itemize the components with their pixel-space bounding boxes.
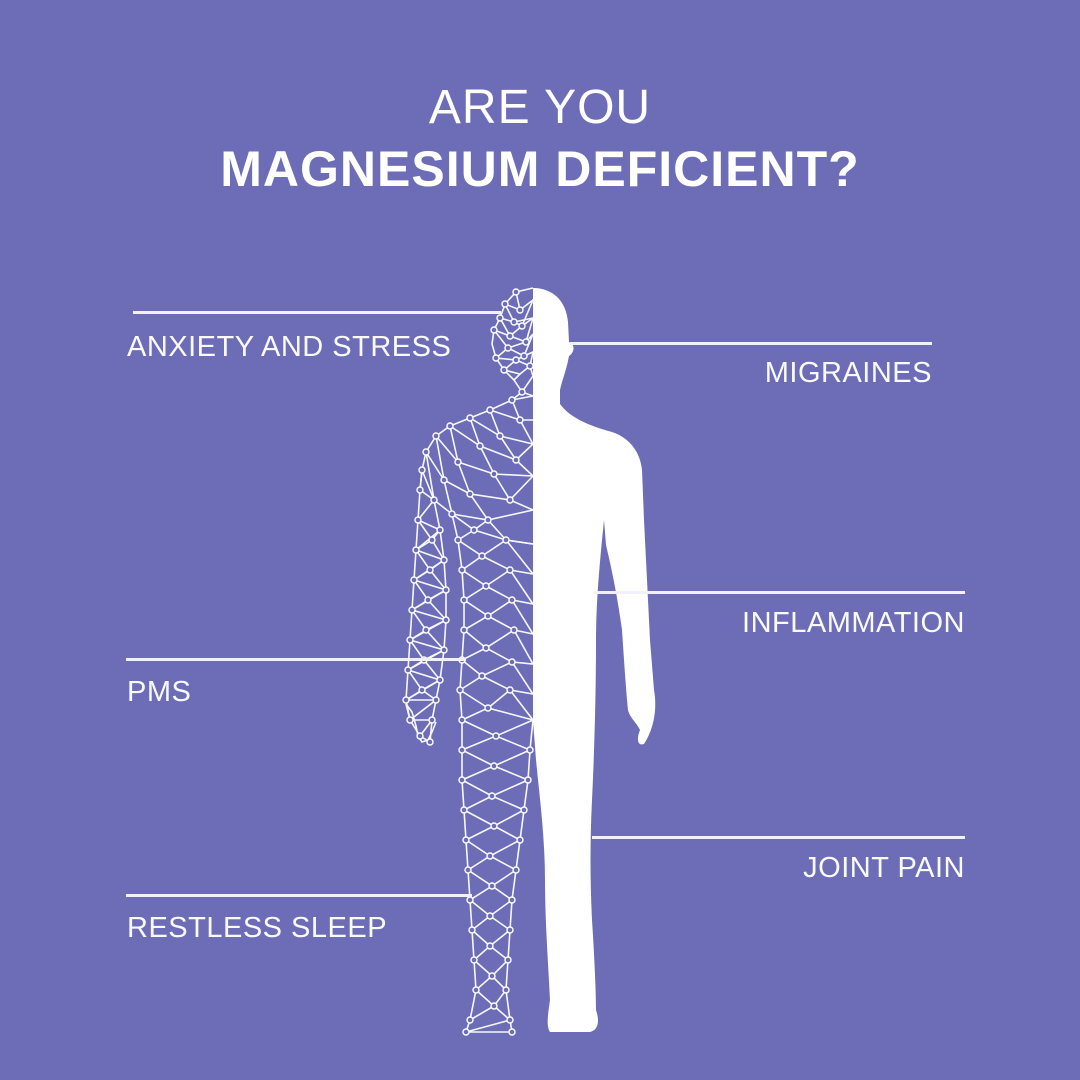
symptom-label-anxiety: ANXIETY AND STRESS: [127, 331, 452, 363]
restless-sleep-leader-line: [126, 894, 472, 897]
symptom-label-migraines: MIGRAINES: [764, 357, 932, 389]
joint-pain-leader-line: [592, 836, 965, 839]
inflammation-leader-line: [594, 591, 965, 594]
anxiety-leader-line: [133, 311, 501, 314]
mesh-nodes: [402, 288, 534, 1036]
symptom-label-joint-pain: JOINT PAIN: [803, 852, 965, 884]
solid-body-half: [533, 288, 656, 1032]
pms-leader-line: [126, 658, 466, 661]
symptom-label-pms: PMS: [127, 676, 192, 708]
symptom-label-restless-sleep: RESTLESS SLEEP: [127, 912, 388, 944]
title-line-2: MAGNESIUM DEFICIENT?: [220, 141, 860, 197]
symptom-label-inflammation: INFLAMMATION: [742, 607, 965, 639]
title-line-1: ARE YOU: [428, 81, 652, 134]
migraines-leader-line: [570, 342, 932, 345]
